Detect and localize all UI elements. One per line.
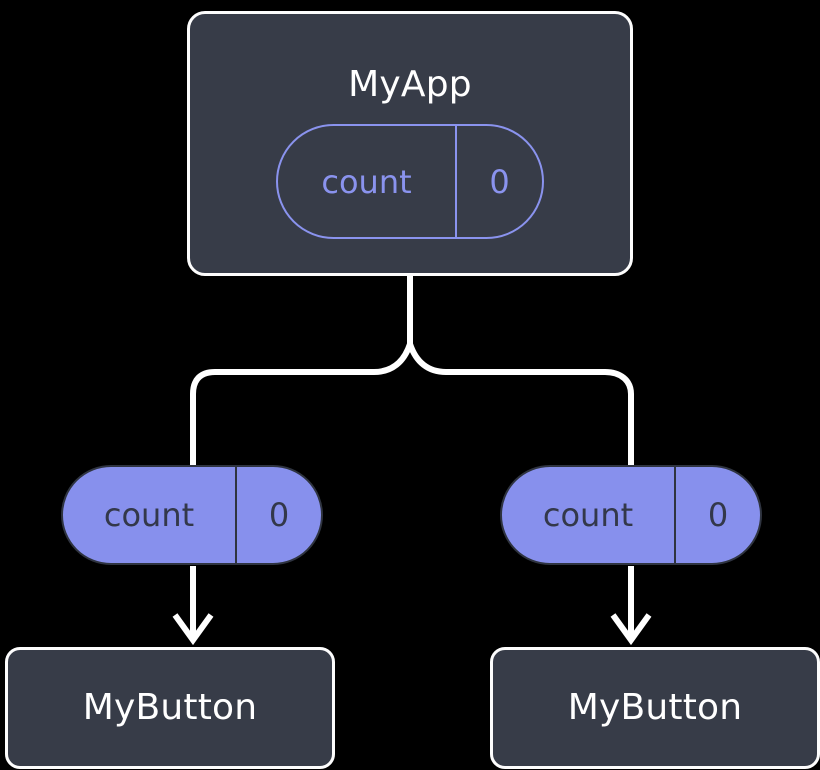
- state-pill-count[interactable]: count 0: [276, 124, 544, 239]
- arrow-down-icon: [172, 613, 214, 646]
- component-title: MyButton: [567, 687, 743, 728]
- component-node-mybutton-right[interactable]: MyButton: [490, 647, 820, 769]
- prop-pill-value: 0: [707, 496, 729, 534]
- connector-branch-right: [407, 341, 634, 468]
- prop-pill-key: count: [63, 467, 237, 563]
- component-node-mybutton-left[interactable]: MyButton: [5, 647, 335, 769]
- connector-branch-left: [190, 341, 413, 468]
- component-title: MyButton: [82, 687, 258, 728]
- state-pill-key: count: [278, 126, 457, 237]
- prop-pill-key: count: [502, 467, 676, 563]
- prop-pill-count-left[interactable]: count 0: [61, 465, 323, 565]
- arrow-down-icon: [610, 613, 652, 646]
- prop-pill-count-right[interactable]: count 0: [500, 465, 762, 565]
- prop-pill-value: 0: [268, 496, 290, 534]
- component-title: MyApp: [348, 64, 472, 105]
- state-pill-value: 0: [489, 162, 510, 201]
